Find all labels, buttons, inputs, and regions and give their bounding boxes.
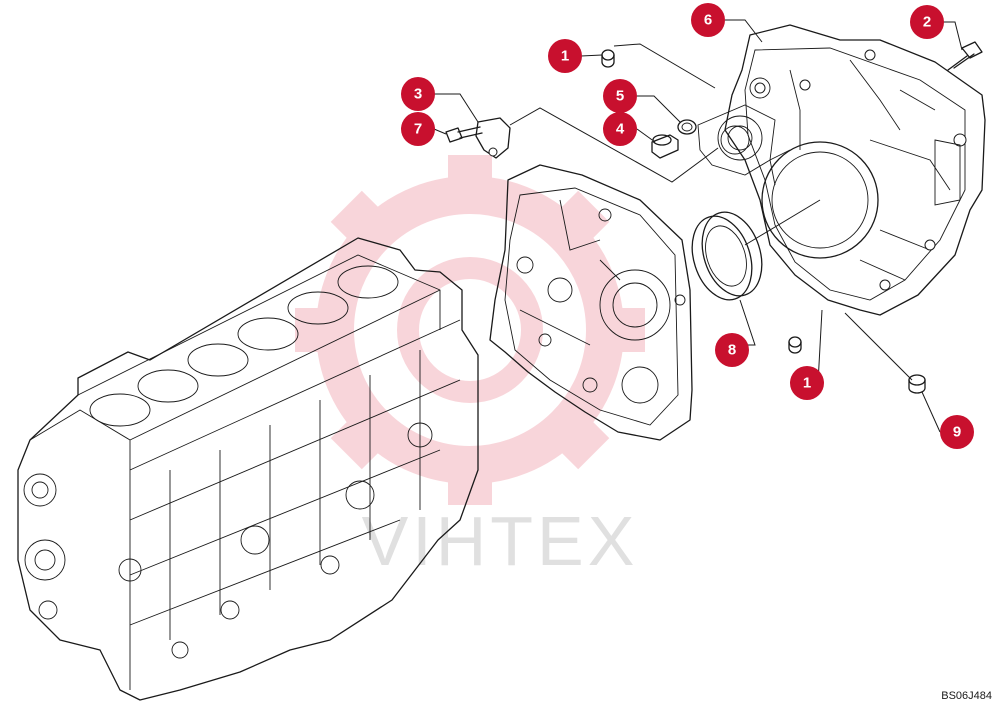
svg-text:2: 2 bbox=[923, 14, 931, 31]
rear-seal-ring bbox=[691, 211, 763, 301]
figure-code: BS06J484 bbox=[941, 690, 992, 702]
callout-6[interactable]: 6 bbox=[691, 3, 725, 37]
callouts: 1 2 3 4 5 6 7 8 bbox=[401, 3, 974, 449]
dowel-pin-top bbox=[601, 49, 615, 68]
svg-text:9: 9 bbox=[953, 424, 961, 441]
cover-plate bbox=[475, 117, 511, 159]
cap-screw bbox=[445, 126, 483, 143]
svg-text:1: 1 bbox=[561, 48, 569, 65]
svg-text:7: 7 bbox=[414, 121, 422, 138]
flywheel-housing bbox=[717, 24, 986, 316]
callout-3[interactable]: 3 bbox=[401, 77, 435, 111]
watermark-gear-icon bbox=[295, 155, 645, 505]
callout-2[interactable]: 2 bbox=[910, 5, 944, 39]
callout-9[interactable]: 9 bbox=[940, 415, 974, 449]
svg-text:8: 8 bbox=[728, 342, 736, 359]
plug bbox=[651, 134, 679, 159]
gear-housing-plate bbox=[489, 164, 693, 441]
o-ring bbox=[677, 119, 697, 135]
bolt-2 bbox=[947, 41, 983, 71]
callout-5[interactable]: 5 bbox=[603, 79, 637, 113]
engine-block bbox=[17, 237, 479, 701]
dowel-pin-bottom bbox=[788, 336, 802, 354]
callout-7[interactable]: 7 bbox=[401, 112, 435, 146]
callout-1-top[interactable]: 1 bbox=[548, 39, 582, 73]
svg-text:4: 4 bbox=[616, 121, 625, 138]
watermark: VIHTEX bbox=[295, 155, 645, 580]
callout-1-bottom[interactable]: 1 bbox=[790, 366, 824, 400]
watermark-text: VIHTEX bbox=[362, 502, 639, 580]
housing-plug bbox=[908, 374, 926, 394]
svg-text:3: 3 bbox=[414, 86, 422, 103]
svg-text:5: 5 bbox=[616, 88, 624, 105]
gasket bbox=[697, 104, 776, 176]
svg-text:6: 6 bbox=[704, 12, 712, 29]
callout-8[interactable]: 8 bbox=[715, 333, 749, 367]
svg-text:1: 1 bbox=[803, 375, 811, 392]
callout-4[interactable]: 4 bbox=[603, 112, 637, 146]
